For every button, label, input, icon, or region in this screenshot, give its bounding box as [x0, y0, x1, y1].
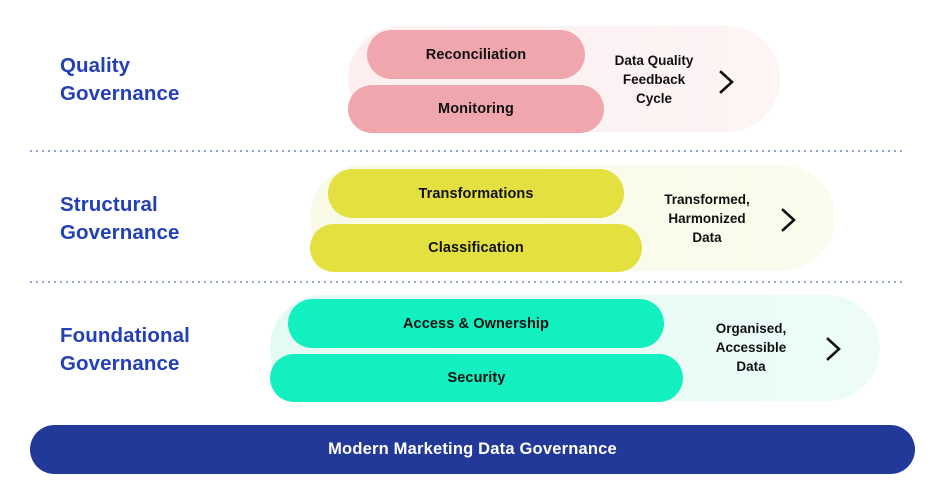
pill-security[interactable]: Security	[270, 354, 683, 402]
pill-reconciliation[interactable]: Reconciliation	[367, 30, 585, 79]
pill-monitoring[interactable]: Monitoring	[348, 85, 604, 133]
tier-foundational-governance: Foundational Governance Access & Ownersh…	[0, 281, 936, 421]
tier-label-foundational-governance: Foundational Governance	[60, 324, 190, 375]
chevron-right-icon	[773, 205, 803, 235]
tier-structural-governance: Structural Governance Transformations Cl…	[0, 150, 936, 281]
tier-quality-governance: Quality Governance Reconciliation Monito…	[0, 0, 936, 150]
footer-bar-modern-marketing-data-governance[interactable]: Modern Marketing Data Governance	[30, 425, 915, 474]
pill-label-monitoring: Monitoring	[438, 101, 514, 117]
divider-quality-structural	[28, 150, 906, 152]
footer-bar-label: Modern Marketing Data Governance	[328, 440, 617, 458]
pill-classification[interactable]: Classification	[310, 224, 642, 272]
pill-label-transformations: Transformations	[418, 185, 534, 202]
pill-label-reconciliation: Reconciliation	[425, 46, 527, 63]
divider-structural-foundational	[28, 281, 906, 283]
pill-transformations[interactable]: Transformations	[328, 169, 624, 218]
outcome-text-structural-governance: Transformed, Harmonized Data	[664, 192, 750, 245]
outcome-text-quality-governance: Data Quality Feedback Cycle	[614, 53, 694, 106]
pill-label-classification: Classification	[428, 240, 524, 256]
pill-access-and-ownership[interactable]: Access & Ownership	[288, 299, 664, 348]
pill-label-security: Security	[447, 370, 506, 386]
tier-label-quality-governance: Quality Governance	[60, 54, 180, 105]
tier-label-structural-governance: Structural Governance	[60, 193, 180, 244]
chevron-right-icon	[818, 334, 848, 364]
chevron-right-icon	[711, 67, 741, 97]
outcome-text-foundational-governance: Organised, Accessible Data	[715, 321, 787, 374]
pill-label-access-and-ownership: Access & Ownership	[402, 315, 550, 332]
